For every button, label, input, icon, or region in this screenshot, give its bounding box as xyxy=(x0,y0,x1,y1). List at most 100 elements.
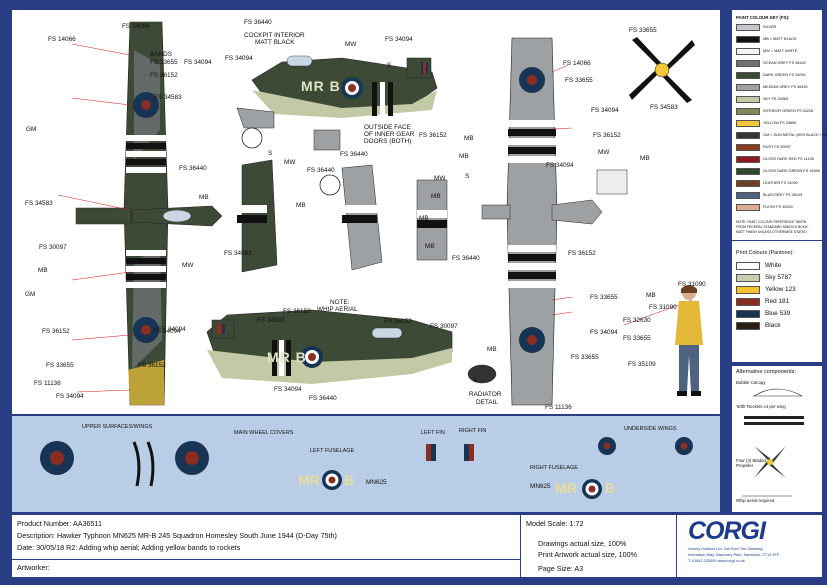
print-artwork-size: Print Artwork actual size, 100% xyxy=(538,550,638,559)
label: FS 36152 xyxy=(384,318,412,325)
propeller-drawing xyxy=(629,37,695,103)
label: FS 11136 xyxy=(545,404,572,411)
description: Description: Hawker Typhoon MN625 MR-B 2… xyxy=(17,531,337,540)
label: COCKPIT INTERIOR xyxy=(244,32,305,39)
aircraft-drawings xyxy=(57,21,703,406)
label: FS 36440 xyxy=(244,19,272,26)
label: FS 36152 xyxy=(138,362,166,369)
paint-swatch-label: GLOSS DARK GREEN FS 14066 xyxy=(763,169,820,173)
label: FS 32630 xyxy=(623,317,651,324)
label: MB xyxy=(431,193,441,200)
decal-serial-right: MN625 xyxy=(530,483,551,490)
label: RADIATOR xyxy=(469,391,502,398)
label: MW xyxy=(598,149,610,156)
address-3: T: 01843 233500 www.corgi.co.uk xyxy=(688,559,745,563)
label: FS 33655 xyxy=(590,294,618,301)
decal-serial-left: MN625 xyxy=(366,479,387,486)
decal-upper-title: UPPER SURFACES/WINGS xyxy=(82,424,153,430)
alternatives-title: Alternative components: xyxy=(736,369,797,375)
pantone-swatch xyxy=(736,286,760,294)
label: BANDS xyxy=(150,51,173,58)
tailplanes xyxy=(237,159,448,273)
label: FS 36152 xyxy=(150,72,178,79)
label: DETAIL xyxy=(476,399,498,406)
address-2: Innovation Way, Discovery Park, Sandwich… xyxy=(688,553,780,557)
artworker: Artworker: xyxy=(17,563,50,572)
decal-left-fin-title: LEFT FIN xyxy=(421,430,445,436)
label: FS 36440 xyxy=(307,167,335,174)
decal-shapes xyxy=(40,437,693,499)
label: NOTE: xyxy=(330,299,350,306)
label: MB xyxy=(459,153,469,160)
label: FS 33655 xyxy=(46,362,74,369)
paint-note-2: FROM FEDERAL STANDARD SWATCH BOOK. xyxy=(736,225,809,229)
pantone-swatch-label: Sky 5787 xyxy=(765,274,792,281)
decal-wheel-title: MAIN WHEEL COVERS xyxy=(234,430,294,436)
decal-code-right: MR xyxy=(555,480,577,496)
model-scale: Model Scale: 1:72 xyxy=(526,519,584,528)
paint-swatch xyxy=(736,192,760,199)
label: GM xyxy=(25,291,36,298)
label: MB xyxy=(646,292,656,299)
side-view-fuselage xyxy=(236,55,438,151)
label: MW xyxy=(434,175,446,182)
decal-letter-right: B xyxy=(605,480,616,496)
paint-swatch xyxy=(736,60,760,67)
pantone-swatch xyxy=(736,310,760,318)
pantone-swatch xyxy=(736,322,760,330)
label: MB xyxy=(199,194,209,201)
label: MB xyxy=(425,243,435,250)
paint-swatch-label: YELLOW FS 33655 xyxy=(763,121,797,125)
port-code-letters: MR B xyxy=(267,349,307,365)
decal-code-left: MR xyxy=(298,472,320,488)
paint-swatch xyxy=(736,168,760,175)
label: FS 34094 xyxy=(546,162,574,169)
paint-swatch-label: GLOSS DARK RED FS 11136 xyxy=(763,157,814,161)
label: FS 14066 xyxy=(48,36,76,43)
label: FS 30097 xyxy=(39,244,67,251)
alt-whip: Whip aerial required xyxy=(736,498,775,503)
label: FS 34094 xyxy=(184,59,212,66)
paint-swatch xyxy=(736,96,760,103)
label: FS 36152 xyxy=(568,250,596,257)
label: FS 34094 xyxy=(56,393,84,400)
side-code-letters: MR B xyxy=(301,78,341,94)
label: S xyxy=(465,173,470,180)
paint-swatch xyxy=(736,144,760,151)
paint-note-1: NOTE: PAINT COLOUR REFERENCE TAKEN xyxy=(736,220,807,224)
label: MB xyxy=(38,267,48,274)
paint-swatch xyxy=(736,156,760,163)
label: MB xyxy=(464,135,474,142)
decal-letter-left: B xyxy=(344,472,355,488)
label: FS 31090 xyxy=(649,304,677,311)
pantone-swatch-label: Black xyxy=(765,322,781,329)
label: FS 33655 xyxy=(565,77,593,84)
alt-rockets: '60lb' Rockets x4 per wing xyxy=(736,404,786,409)
label: FS 34094 xyxy=(591,107,619,114)
label: DOORS (BOTH) xyxy=(364,138,412,145)
revision-date: Date: 30/05/18 R2: Adding whip aerial; A… xyxy=(17,543,241,552)
drawings-size: Drawings actual size, 100% xyxy=(538,539,627,548)
label: FS 34094 xyxy=(122,23,150,30)
label: FS 34583 xyxy=(224,250,252,257)
paint-swatch-label: OCEAN GREY FS 36152 xyxy=(763,61,806,65)
paint-swatch xyxy=(736,132,760,139)
paint-note-3: MATT FINISH UNLESS OTHERWISE STATED xyxy=(736,230,807,234)
paint-swatch-label: FLESH FS 32630 xyxy=(763,205,793,209)
label: FS 33655 xyxy=(571,354,599,361)
label: FS 33655 xyxy=(150,59,178,66)
paint-swatch-label: RUST FS 30097 xyxy=(763,145,791,149)
label: FS 34094 xyxy=(225,55,253,62)
pilot-figure xyxy=(675,285,703,396)
paint-swatch-label: SKY FS 34583 xyxy=(763,97,789,101)
paint-swatch-label: INTERIOR GREEN FS 34226 xyxy=(763,109,814,113)
alt-propeller: Four (4) Bladed Propeller xyxy=(736,458,766,468)
label: FS 31090 xyxy=(678,281,706,288)
paint-swatch xyxy=(736,36,760,43)
page-size: Page Size: A3 xyxy=(538,564,584,573)
label: FS 36440 xyxy=(340,151,368,158)
label: FS 34094 xyxy=(590,329,618,336)
label: FS 30097 xyxy=(430,323,458,330)
drawing-sheet: FS 34094 FS 36440 FS 14066 BANDS FS 3365… xyxy=(12,10,720,414)
alternatives-panel: Alternative components: Bubble Canopy '6… xyxy=(732,362,822,512)
